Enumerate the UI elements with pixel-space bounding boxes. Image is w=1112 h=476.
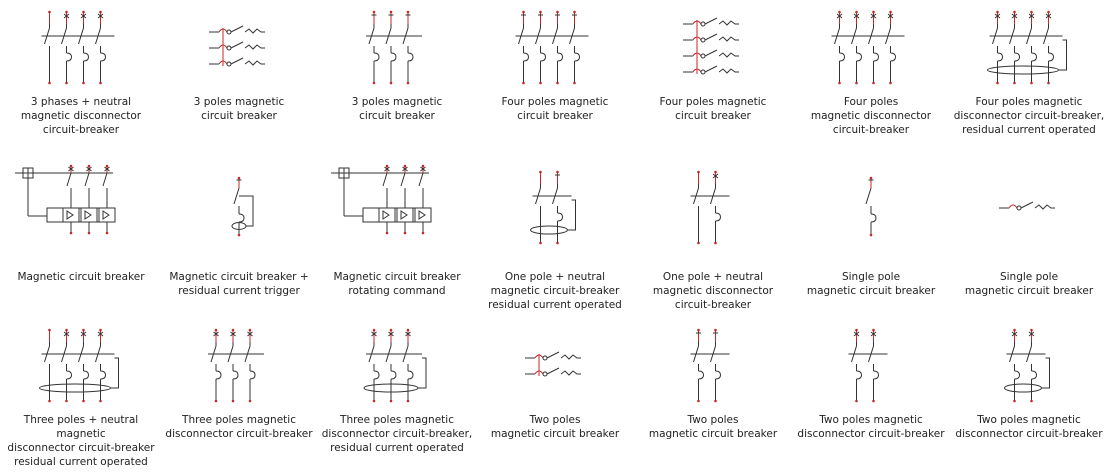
symbol-label: Four poles magnetic disconnector circuit… — [953, 96, 1105, 136]
breaker-symbol-icon — [209, 25, 265, 67]
symbol-label: One pole + neutral magnetic circuit-brea… — [488, 271, 622, 311]
symbol-cell[interactable]: One pole + neutral magnetic circuit-brea… — [476, 160, 634, 318]
symbol-label: Two poles magnetic disconnector circuit-… — [955, 414, 1103, 440]
symbol-label: Single pole magnetic circuit breaker — [806, 271, 936, 297]
breaker-symbol-icon — [231, 176, 254, 237]
symbol-cell[interactable]: One pole + neutral magnetic disconnector… — [634, 160, 792, 318]
symbol-label: 3 poles magnetic circuit breaker — [193, 96, 285, 122]
symbol-label: Three poles magnetic disconnector circui… — [165, 414, 313, 440]
breaker-symbol-icon — [515, 10, 589, 85]
breaker-symbol-icon — [690, 170, 730, 245]
symbol-cell[interactable]: Single pole magnetic circuit breaker — [792, 160, 950, 318]
breaker-symbol-icon — [1004, 328, 1050, 403]
symbol-label: 3 phases + neutral magnetic disconnector… — [20, 96, 142, 136]
symbol-label: Single pole magnetic circuit breaker — [964, 271, 1094, 297]
symbol-label: Four poles magnetic circuit breaker — [501, 96, 609, 122]
symbol-label: Magnetic circuit breaker — [17, 271, 145, 283]
symbol-label: Three poles magnetic disconnector circui… — [321, 414, 473, 454]
symbol-cell[interactable]: 3 phases + neutral magnetic disconnector… — [2, 0, 160, 158]
breaker-symbol-icon — [987, 10, 1067, 85]
symbol-cell[interactable]: Single pole magnetic circuit breaker — [950, 160, 1108, 318]
symbol-cell[interactable]: Two poles magnetic circuit breaker — [634, 318, 792, 476]
breaker-symbol-icon — [363, 328, 427, 403]
breaker-symbol-icon — [848, 328, 888, 403]
symbol-label: Two poles magnetic disconnector circuit-… — [797, 414, 945, 440]
symbol-label: Four poles magnetic disconnector circuit… — [810, 96, 932, 136]
symbol-cell[interactable]: Three poles + neutral magnetic disconnec… — [2, 318, 160, 476]
symbol-label: One pole + neutral magnetic disconnector… — [652, 271, 774, 311]
breaker-symbol-icon — [999, 201, 1055, 211]
breaker-symbol-icon — [41, 10, 115, 85]
symbol-label: Two poles magnetic circuit breaker — [490, 414, 620, 440]
symbol-cell[interactable]: Magnetic circuit breaker — [2, 160, 160, 318]
symbol-cell[interactable]: Magnetic circuit breaker rotating comman… — [318, 160, 476, 318]
symbol-cell[interactable]: Four poles magnetic circuit breaker — [476, 0, 634, 158]
breaker-symbol-icon — [831, 10, 905, 85]
symbol-cell[interactable]: Two poles magnetic disconnector circuit-… — [950, 318, 1108, 476]
symbol-label: Magnetic circuit breaker rotating comman… — [333, 271, 461, 297]
symbol-cell[interactable]: Three poles magnetic disconnector circui… — [160, 318, 318, 476]
symbol-label: Three poles + neutral magnetic disconnec… — [7, 414, 155, 468]
breaker-symbol-icon — [690, 328, 730, 403]
breaker-symbol-icon — [208, 328, 264, 403]
symbol-cell[interactable]: 3 poles magnetic circuit breaker — [160, 0, 318, 158]
breaker-symbol-icon — [15, 164, 116, 235]
symbol-label: Magnetic circuit breaker + residual curr… — [169, 271, 309, 297]
symbol-cell[interactable]: Four poles magnetic circuit breaker — [634, 0, 792, 158]
breaker-symbol-icon — [331, 164, 432, 235]
symbol-cell[interactable]: Magnetic circuit breaker + residual curr… — [160, 160, 318, 318]
symbol-cell[interactable]: Four poles magnetic disconnector circuit… — [950, 0, 1108, 158]
breaker-symbol-icon — [39, 328, 119, 403]
symbol-cell[interactable]: Four poles magnetic disconnector circuit… — [792, 0, 950, 158]
breaker-symbol-icon — [530, 170, 576, 245]
symbol-label: Four poles magnetic circuit breaker — [659, 96, 767, 122]
symbol-cell[interactable]: Two poles magnetic circuit breaker — [476, 318, 634, 476]
symbol-cell[interactable]: Three poles magnetic disconnector circui… — [318, 318, 476, 476]
symbol-label: Two poles magnetic circuit breaker — [648, 414, 778, 440]
symbol-cell[interactable]: 3 poles magnetic circuit breaker — [318, 0, 476, 158]
breaker-symbol-icon — [683, 17, 739, 75]
breaker-symbol-icon — [525, 351, 581, 377]
symbol-cell[interactable]: Two poles magnetic disconnector circuit-… — [792, 318, 950, 476]
breaker-symbol-icon — [366, 10, 422, 85]
symbol-label: 3 poles magnetic circuit breaker — [351, 96, 443, 122]
breaker-symbol-icon — [865, 176, 877, 237]
